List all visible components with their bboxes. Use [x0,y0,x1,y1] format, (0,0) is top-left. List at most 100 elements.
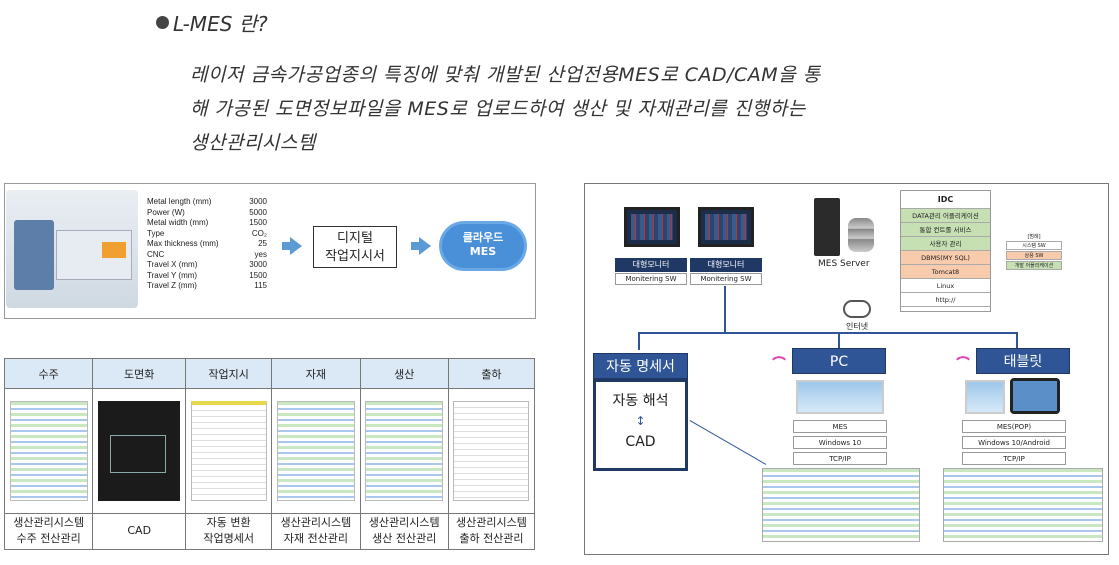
digital-work-order-box: 디지털 작업지시서 [313,226,397,268]
monitor-icon [698,207,754,247]
pc-small-icon [965,380,1005,414]
box-line: 디지털 [337,231,373,246]
description-line: 레이저 금속가공업종의 특징에 맞춰 개발된 산업전용MES로 CAD/CAM을… [190,64,821,86]
table-header: 출하 [447,357,536,390]
connector-line [1016,332,1018,350]
legend-item: [범례] [1006,233,1062,240]
spec-value: 5000 [249,207,267,217]
spec-row: Travel Z (mm)115 [147,281,267,292]
server-label: MES Server [818,259,870,269]
spec-label: CNC [147,249,165,259]
spec-value: 1500 [249,270,267,280]
monitor-sw-label: Monitering SW [615,273,687,285]
spec-value: 115 [254,281,267,290]
spec-row: CNC yes [147,250,267,261]
bullet-icon [156,16,169,29]
idc-layer: Linux [901,279,990,293]
arrow-icon [411,242,419,250]
spec-label: Metal length (mm) [147,197,212,206]
cloud-mes-icon: 클라우드 MES [442,224,524,268]
spec-row: Travel Y (mm) 1500 [147,271,267,282]
stack-layer: TCP/IP [793,452,887,465]
monitor-label: 대형모니터 [690,258,762,272]
spec-row: Metal width (mm)1500 [147,218,267,229]
page-heading: L-MES 란? [156,8,268,37]
arrow-icon [290,237,302,255]
spec-label: Power (W) [147,207,185,217]
pc-stack: MES Windows 10 TCP/IP [793,420,887,468]
arrow-icon [282,242,290,250]
spec-value: 3000 [249,260,267,269]
tablet-button[interactable]: 태블릿 [976,348,1070,374]
server-icon [814,198,840,256]
table-image-row [3,388,536,514]
table-header: 도면화 [92,357,187,390]
monitor-label: 대형모니터 [615,258,687,272]
connector-line [724,286,726,332]
legend-item: 시스템 SW [1006,241,1062,250]
database-icon [848,218,874,252]
spec-row: Metal length (mm) 3000 [147,197,267,208]
monitor-icon [624,207,680,247]
table-header: 작업지시 [185,357,273,390]
pc-button[interactable]: PC [792,348,886,374]
order-sheet-thumbnail [3,388,94,514]
cloud-line: MES [469,245,497,258]
production-sheet-thumbnail [359,388,449,514]
auto-spec-button[interactable]: 자동 명세서 [593,353,688,379]
stack-layer: MES [793,420,887,433]
cloud-line: 클라우드 [462,231,504,244]
idc-layer: http:// [901,293,990,307]
idc-layer: 통합 컨트롤 서비스 [901,223,990,237]
legend-item: 상용 SW [1006,251,1062,260]
stack-layer: TCP/IP [962,452,1066,465]
idc-layer: 사용자 관리 [901,237,990,251]
table-footer: CAD [92,512,187,551]
spec-label: Type [147,228,165,238]
table-header: 수주 [3,357,94,390]
cloud-icon [843,300,871,318]
arrow-icon [419,237,431,255]
auto-analysis-label: 자동 해석 [612,393,669,409]
box-line: 작업지시서 [325,249,385,264]
stack-layer: Windows 10 [793,436,887,449]
spec-value: 25 [258,239,267,248]
spec-label: Metal width (mm) [147,218,209,227]
description-line: 해 가공된 도면정보파일을 MES로 업로드하여 생산 및 자재관리를 진행하는 [190,98,806,120]
spec-value: 3000 [249,197,267,206]
laser-machine-image [6,190,138,308]
tablet-icon [1010,378,1060,414]
shipping-doc-thumbnail [447,388,536,514]
pc-monitor-icon [796,380,884,414]
connector-line [638,332,1018,334]
cad-label: CAD [625,434,656,450]
pop-screen-thumbnail [943,468,1103,542]
connector-line [638,332,640,350]
idc-layer: Tomcat8 [901,265,990,279]
spec-label: Max thickness (mm) [147,239,219,248]
work-order-thumbnail [185,388,273,514]
mes-screen-thumbnail [762,468,920,542]
spec-row: Power (W) 5000 [147,208,267,219]
spec-value: yes [254,249,267,259]
description-line: 생산관리시스템 [190,132,316,154]
table-header-row: 수주 도면화 작업지시 자재 생산 출하 [3,357,536,390]
legend-item: 개발 어플리케이션 [1006,261,1062,270]
monitor-sw-label: Monitering SW [690,273,762,285]
stack-layer: MES(POP) [962,420,1066,433]
table-header: 생산 [359,357,449,390]
spec-label: Travel Y (mm) [147,270,198,280]
stack-layer: Windows 10/Android [962,436,1066,449]
spec-row: Travel X (mm) 3000 [147,260,267,271]
spec-label: Travel X (mm) [147,260,198,269]
